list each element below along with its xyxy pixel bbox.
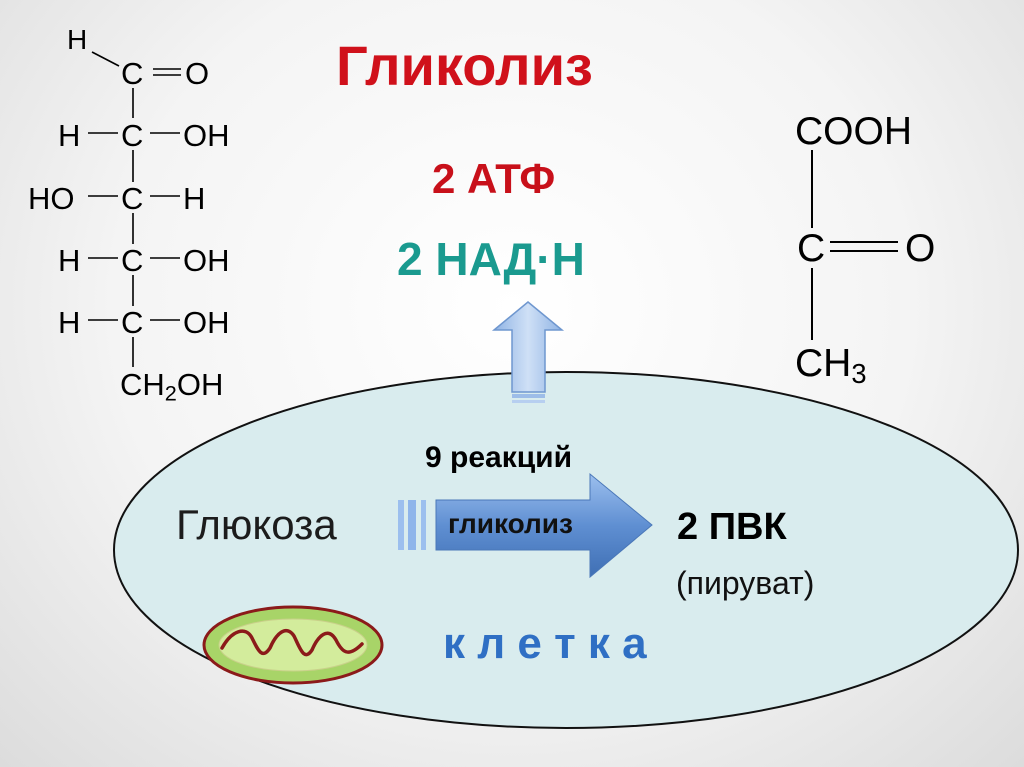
glucose-ch2oh-tail: OH — [176, 367, 224, 402]
glucose-row-1-center: C — [121, 118, 144, 153]
pyruvate-ch3-main: CH — [795, 342, 852, 385]
product-pvk: 2 ПВК — [677, 506, 787, 548]
product-note: (пируват) — [676, 565, 815, 601]
glucose-row-1-right: OH — [183, 118, 230, 153]
pyruvate-o: O — [905, 227, 936, 270]
pyruvate-cooh: COOH — [795, 110, 912, 153]
glucose-row-2-left: HO — [28, 181, 75, 216]
glucose-aldehyde-c: C — [121, 56, 144, 91]
cell-label: к л е т к а — [443, 619, 647, 668]
glucose-bonds — [88, 51, 181, 367]
glucose-ch2oh: CH2OH — [120, 369, 223, 404]
glucose-ch2oh-sub: 2 — [164, 380, 177, 406]
page-title: Гликолиз — [336, 34, 593, 97]
glucose-aldehyde-o: O — [185, 56, 210, 91]
pyruvate-c: C — [797, 227, 826, 270]
arrow-label-glycolysis: гликолиз — [448, 508, 573, 539]
glucose-ch2oh-main: CH — [120, 367, 165, 402]
mitochondrion-icon — [202, 605, 384, 685]
nadh-yield: 2 НАД·Н — [397, 233, 585, 285]
glucose-row-4-right: OH — [183, 305, 230, 340]
glucose-row-4-center: C — [121, 305, 144, 340]
glucose-row-2-center: C — [121, 181, 144, 216]
up-arrow-icon — [491, 301, 565, 403]
atp-yield: 2 АТФ — [432, 155, 556, 202]
substrate-glucose: Глюкоза — [176, 501, 337, 548]
pyruvate-ch3-sub: 3 — [851, 357, 867, 389]
reactions-count: 9 реакций — [425, 441, 573, 474]
glucose-row-3-center: C — [121, 243, 144, 278]
glucose-row-3-left: H — [58, 243, 81, 278]
right-arrow-icon — [398, 472, 653, 579]
glucose-row-2-right: H — [183, 181, 206, 216]
glucose-aldehyde-h: H — [67, 24, 88, 55]
glucose-row-4-left: H — [58, 305, 81, 340]
pyruvate-bonds — [811, 150, 898, 340]
glucose-row-3-right: OH — [183, 243, 230, 278]
pyruvate-ch3: CH3 — [795, 344, 867, 387]
glucose-row-1-left: H — [58, 118, 81, 153]
